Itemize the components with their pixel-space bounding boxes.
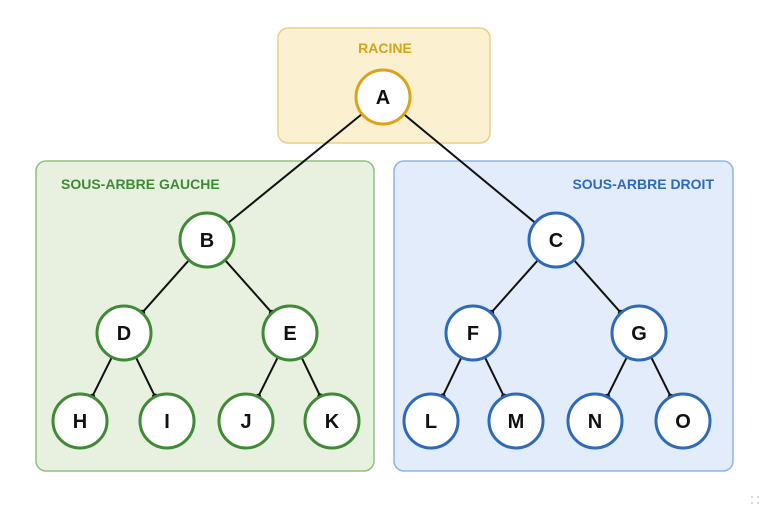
tree-node-k: K xyxy=(303,392,361,450)
edge-D-H xyxy=(91,356,113,398)
node-label: H xyxy=(73,411,87,433)
tree-node-g: G xyxy=(610,304,668,362)
edge-F-L xyxy=(441,356,463,398)
node-label: G xyxy=(631,323,647,345)
tree-node-m: M xyxy=(487,392,545,450)
tree-node-a: A xyxy=(354,68,412,126)
tree-node-d: D xyxy=(95,304,153,362)
root-region-title: RACINE xyxy=(358,40,412,56)
node-label: E xyxy=(283,323,296,345)
tree-node-f: F xyxy=(444,304,502,362)
node-label: L xyxy=(425,411,437,433)
node-circle xyxy=(402,392,460,450)
corner-resize-mark xyxy=(751,496,761,506)
edge-F-M xyxy=(484,356,505,398)
tree-node-h: H xyxy=(51,392,109,450)
node-circle xyxy=(95,304,153,362)
node-circle xyxy=(178,211,236,269)
tree-node-j: J xyxy=(217,392,275,450)
right-subtree-region xyxy=(393,160,734,472)
left-subtree-region xyxy=(35,160,375,472)
edge-E-J xyxy=(257,356,279,398)
tree-node-n: N xyxy=(566,392,624,450)
node-circle xyxy=(303,392,361,450)
right-subtree-title: SOUS-ARBRE DROIT xyxy=(572,176,714,192)
node-label: C xyxy=(549,230,563,252)
node-circle xyxy=(51,392,109,450)
edge-D-I xyxy=(135,356,156,398)
left-subtree-title: SOUS-ARBRE GAUCHE xyxy=(61,176,220,192)
node-circle xyxy=(487,392,545,450)
node-label: J xyxy=(240,411,251,433)
node-label: F xyxy=(467,323,479,345)
edge-B-D xyxy=(141,259,190,314)
tree-node-b: B xyxy=(178,211,236,269)
nodes-layer: A B C D E F G H I J K L M N O xyxy=(51,68,712,450)
edge-A-C xyxy=(403,113,536,224)
tree-node-l: L xyxy=(402,392,460,450)
node-circle xyxy=(261,304,319,362)
node-circle xyxy=(354,68,412,126)
node-label: B xyxy=(200,230,214,252)
tree-node-e: E xyxy=(261,304,319,362)
node-circle xyxy=(444,304,502,362)
node-label: A xyxy=(376,87,390,109)
edge-G-N xyxy=(606,356,628,398)
tree-node-c: C xyxy=(527,211,585,269)
node-label: O xyxy=(675,411,691,433)
edge-A-B xyxy=(227,113,363,224)
tree-node-i: I xyxy=(138,392,196,450)
edge-B-E xyxy=(224,259,273,314)
node-circle xyxy=(654,392,712,450)
node-label: N xyxy=(588,411,602,433)
edge-C-G xyxy=(573,259,622,314)
node-label: I xyxy=(164,411,170,433)
node-circle xyxy=(527,211,585,269)
node-circle xyxy=(138,392,196,450)
node-label: K xyxy=(325,411,340,433)
tree-node-o: O xyxy=(654,392,712,450)
node-label: D xyxy=(117,323,131,345)
edge-C-F xyxy=(490,259,539,314)
node-circle xyxy=(217,392,275,450)
node-circle xyxy=(566,392,624,450)
node-circle xyxy=(610,304,668,362)
edge-E-K xyxy=(300,356,322,398)
node-label: M xyxy=(508,411,525,433)
edge-G-O xyxy=(650,356,672,398)
